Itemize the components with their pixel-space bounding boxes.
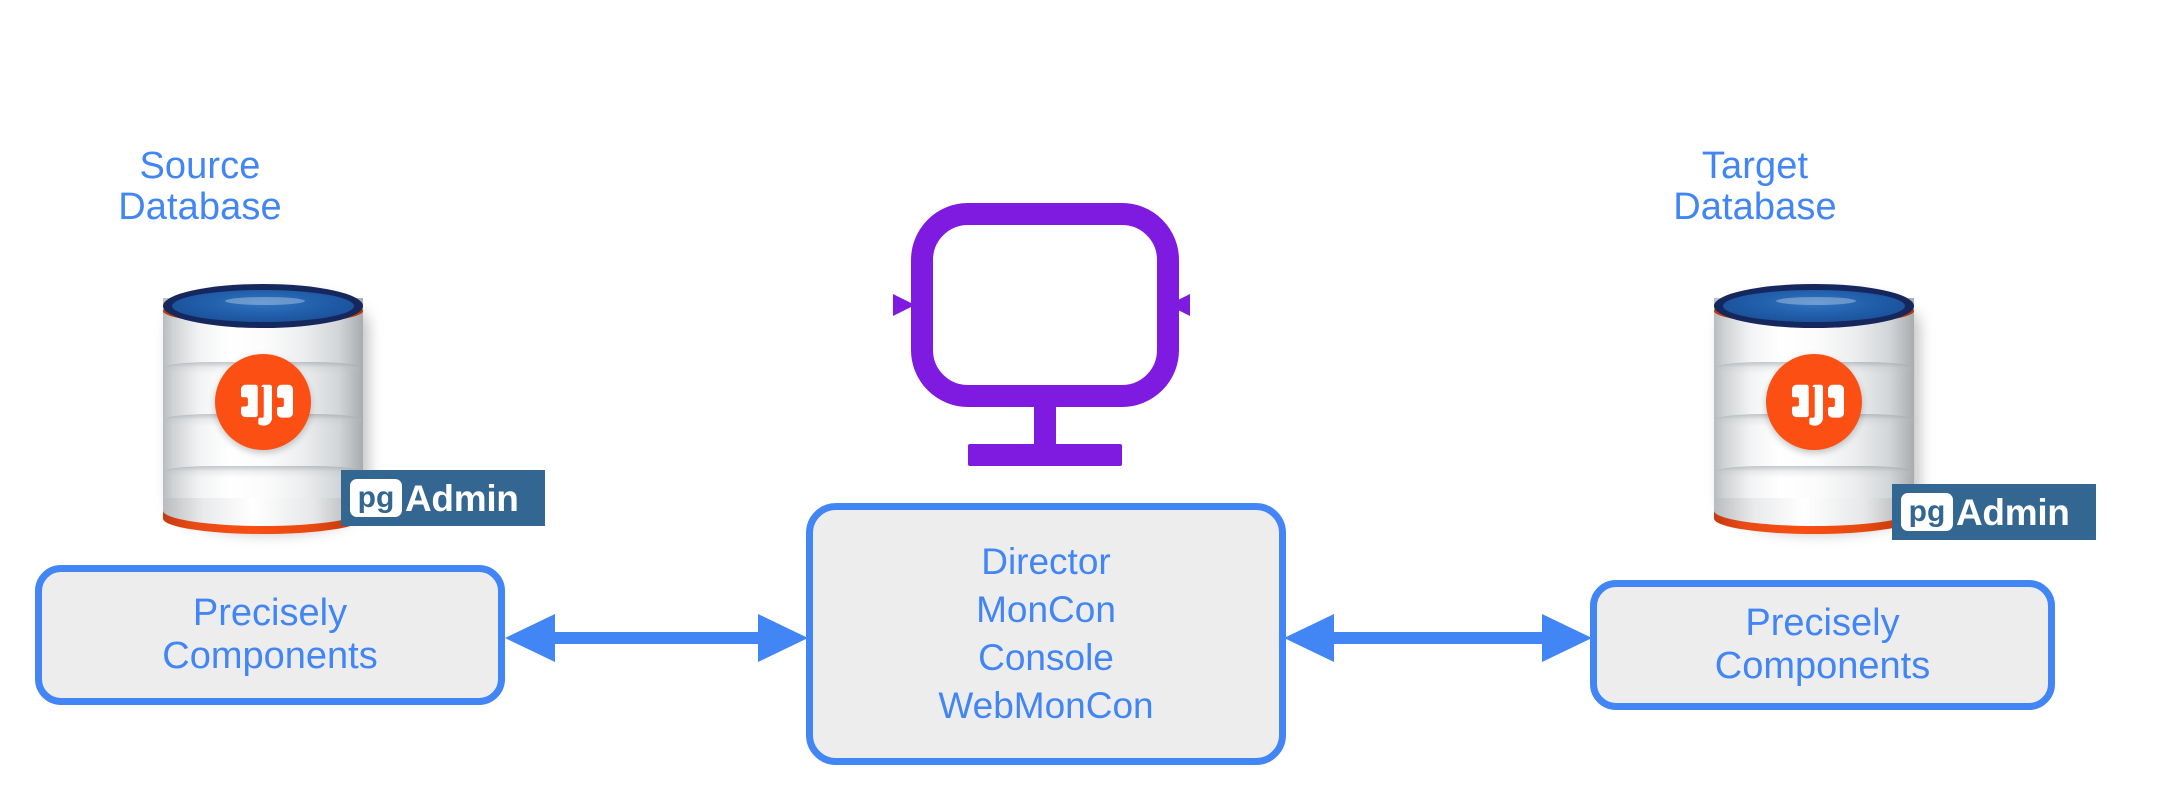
pgadmin-wordmark: Admin [405,477,519,519]
monitor-icon [900,200,1190,468]
edb-logo-icon [1766,354,1862,450]
edb-logo-icon [215,354,311,450]
pgadmin-wordmark: Admin [1956,491,2070,533]
cylinder-bottom-face [1714,498,1914,526]
target-pgadmin-badge: pg Admin [1892,484,2096,540]
target-precisely-components-box[interactable]: Precisely Components [1590,580,2055,710]
cylinder-ring [163,466,363,478]
left-bidirectional-arrow [505,612,808,664]
source-pgadmin-badge: pg Admin [341,470,545,526]
cylinder-lid-gloss [225,297,305,305]
monitor-right-marker-icon [1168,292,1190,323]
pgadmin-pg-mark: pg [1901,493,1953,531]
monitor-left-marker-icon [893,292,915,323]
source-database-cylinder-icon [163,284,371,534]
cylinder-bottom-face [163,498,363,526]
right-bidirectional-arrow [1284,612,1592,664]
center-console-box[interactable]: Director MonCon Console WebMonCon [806,503,1286,765]
source-database-caption: Source Database [118,145,282,228]
cylinder-lid-gloss [1776,297,1856,305]
target-database-caption: Target Database [1673,145,1837,228]
cylinder-ring [1714,466,1914,478]
cylinder-lid-disc [1723,290,1905,322]
cylinder-lid-disc [172,290,354,322]
target-database-cylinder-icon [1714,284,1922,534]
pgadmin-pg-mark: pg [350,479,402,517]
source-precisely-components-box[interactable]: Precisely Components [35,565,505,705]
